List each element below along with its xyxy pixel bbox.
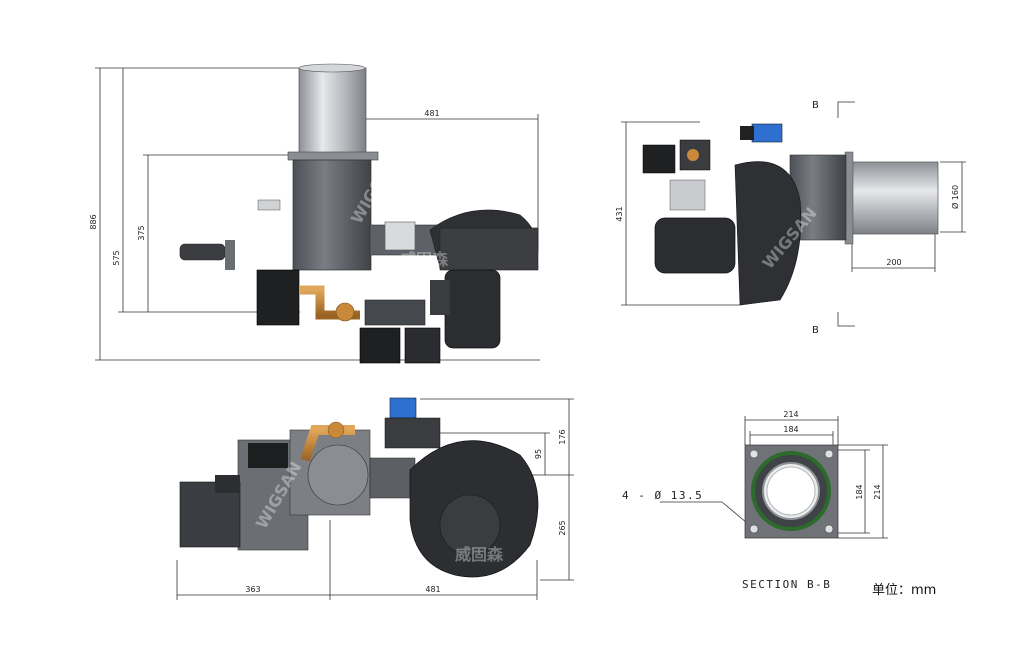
solenoid-valve xyxy=(256,269,300,326)
top-dim-481: 481 xyxy=(425,585,440,594)
fan-motor xyxy=(444,269,501,349)
section-title: SECTION B-B xyxy=(742,578,831,591)
top-dim-176: 176 xyxy=(558,429,567,444)
front-view: 431 Ø 160 200 B B WIGSAN xyxy=(615,100,966,336)
front-dim-200: 200 xyxy=(886,258,901,267)
watermark-top-cn: 威固森 xyxy=(455,545,504,564)
exhaust-tube xyxy=(298,67,367,157)
top-blue-actuator xyxy=(389,397,417,419)
side-dim-481: 481 xyxy=(424,109,439,118)
blue-actuator xyxy=(751,123,783,143)
top-dim-363: 363 xyxy=(245,585,260,594)
bolt-holes xyxy=(749,449,834,534)
section-marker-bottom: B xyxy=(812,325,819,336)
section-dim-184-top: 184 xyxy=(783,425,798,434)
front-dim-431: 431 xyxy=(615,206,624,221)
front-motor xyxy=(654,217,736,274)
section-marker-top: B xyxy=(812,100,819,111)
top-view: 363 481 176 265 95 WIGSAN 威固森 xyxy=(176,397,574,600)
side-dim-575: 575 xyxy=(112,250,121,265)
front-dimension-lines xyxy=(621,101,966,327)
side-dim-886: 886 xyxy=(89,214,98,229)
top-dim-95: 95 xyxy=(534,449,543,459)
top-dim-265: 265 xyxy=(558,520,567,535)
section-dim-214-right: 214 xyxy=(873,484,882,499)
section-dim-184-right: 184 xyxy=(855,484,864,499)
unit-label: 单位：mm xyxy=(872,583,936,598)
section-view: 214 184 184 214 4 - Ø 13.5 SECTION B-B 单… xyxy=(622,410,936,598)
section-dimension-lines xyxy=(660,416,888,539)
section-dim-214-top: 214 xyxy=(783,410,798,419)
watermark-side-cn: 威固森 xyxy=(400,250,449,269)
section-holes-label: 4 - Ø 13.5 xyxy=(622,489,703,502)
side-dimension-lines xyxy=(95,67,540,361)
front-tube xyxy=(849,161,939,235)
side-dim-375: 375 xyxy=(137,225,146,240)
burner-housing xyxy=(292,159,372,271)
front-dim-diameter: Ø 160 xyxy=(950,185,960,209)
side-view: 886 575 375 481 WIGSAN 威固森 xyxy=(89,63,540,364)
